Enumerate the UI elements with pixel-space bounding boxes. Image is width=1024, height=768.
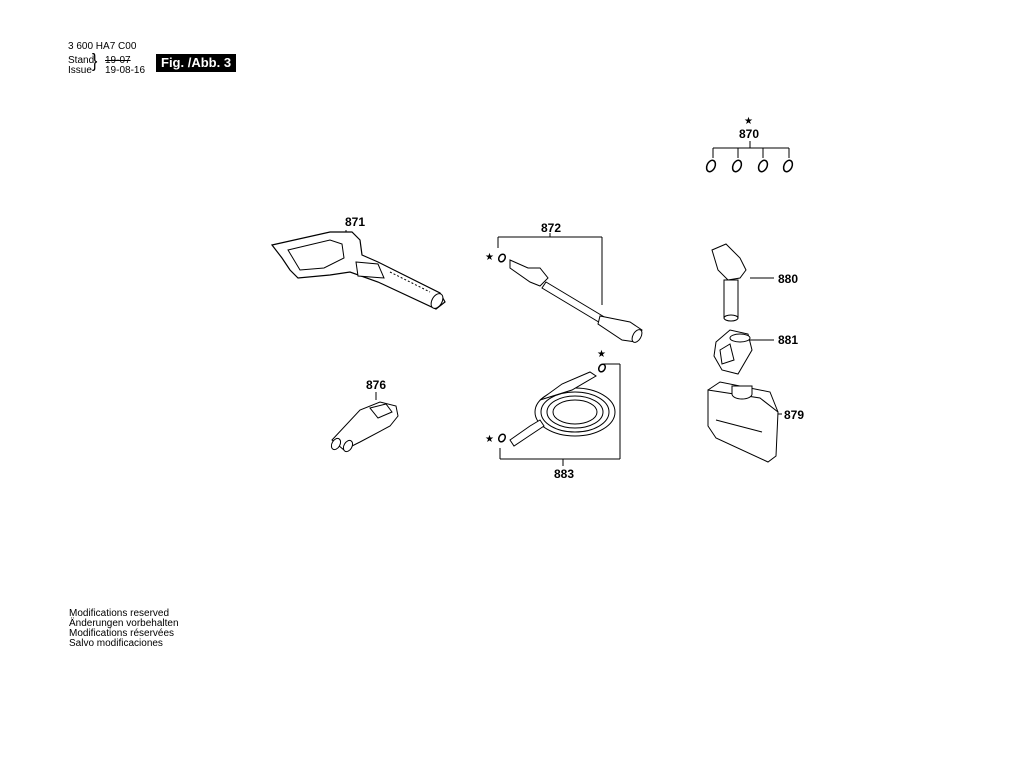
high-pressure-hose xyxy=(497,363,621,466)
part-label-872: 872 xyxy=(541,221,562,235)
part-label-881: 881 xyxy=(778,333,799,347)
o-ring-set xyxy=(705,141,794,173)
star-icon: ★ xyxy=(485,252,494,263)
modifications-note: Modifications reserved Änderungen vorbeh… xyxy=(69,609,179,649)
rotary-nozzle xyxy=(330,392,399,453)
trigger-gun xyxy=(270,230,446,310)
part-label-883: 883 xyxy=(554,467,575,481)
lance xyxy=(497,233,643,343)
part-label-880: 880 xyxy=(778,272,799,286)
note-line: Modifications reserved xyxy=(69,608,170,619)
part-label-871: 871 xyxy=(345,215,366,229)
issue-label: Issue xyxy=(68,65,92,76)
detergent-tank xyxy=(707,381,782,463)
note-line: Modifications réservées xyxy=(69,628,175,639)
part-label-870: 870 xyxy=(739,127,760,141)
star-icon: ★ xyxy=(744,116,753,127)
note-line: Änderungen vorbehalten xyxy=(69,618,179,629)
part-label-876: 876 xyxy=(366,378,387,392)
old-date: 19-07 xyxy=(105,55,131,66)
note-line: Salvo modificaciones xyxy=(69,638,163,649)
stand-label: Stand xyxy=(68,55,95,66)
star-icon: ★ xyxy=(485,434,494,445)
detergent-nozzle xyxy=(711,243,774,322)
brace-icon: } xyxy=(92,51,98,72)
part-label-879: 879 xyxy=(784,408,805,422)
star-icon: ★ xyxy=(597,349,606,360)
tank-holder xyxy=(713,329,774,375)
issue-date: 19-08-16 xyxy=(105,65,146,76)
document-number: 3 600 HA7 C00 xyxy=(68,41,137,52)
figure-label: Fig. /Abb. 3 xyxy=(156,54,237,72)
